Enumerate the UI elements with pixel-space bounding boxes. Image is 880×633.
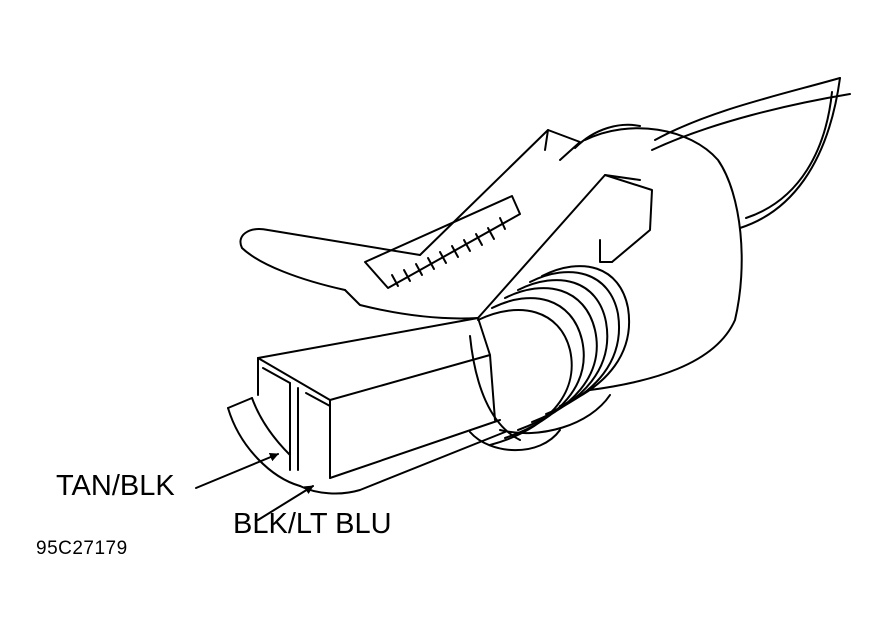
wire-loop <box>651 77 851 229</box>
seal-rings <box>469 265 631 446</box>
connector-boot <box>469 123 743 451</box>
terminal-housing <box>227 317 506 495</box>
callout-1-arrow <box>195 452 279 489</box>
callout-2-arrow <box>257 485 314 521</box>
callout-tan-blk: TAN/BLK <box>56 470 175 502</box>
callout-blk-lt-blu: BLK/LT BLU <box>233 508 392 540</box>
figure-id: 95C27179 <box>36 538 128 559</box>
locking-tab <box>239 129 653 320</box>
tab-ridges <box>391 217 506 287</box>
